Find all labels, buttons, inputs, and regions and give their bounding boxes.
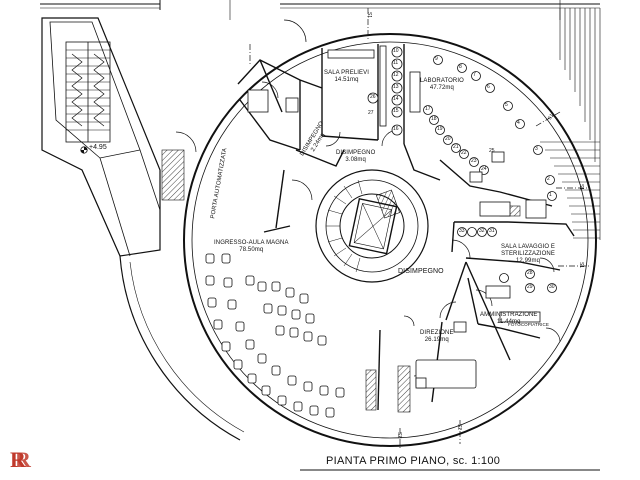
building-outline <box>183 0 597 447</box>
top-border <box>40 0 600 10</box>
room-label-disimpegno-center: DISIMPEGNO 3.08mq <box>336 150 375 164</box>
equipment-number: 10 <box>393 48 399 54</box>
drawing-title: PIANTA PRIMO PIANO, sc. 1:100 <box>326 455 501 467</box>
room-name: DISIMPEGNO <box>336 150 376 156</box>
room-label-amministrazione: AMMINISTRAZIONE 11.44mq <box>480 312 538 326</box>
equipment-number: 32 <box>479 228 485 234</box>
equipment-number: 21 <box>453 144 459 150</box>
aula-seating <box>205 253 345 418</box>
room-area: 78.50mq <box>239 247 264 253</box>
room-name: SALA LAVAGGIO E STERILIZZAZIONE <box>501 244 555 257</box>
equipment-number: 16 <box>393 126 399 132</box>
level-mark-text: +4.95 <box>89 144 107 151</box>
equipment-number: 23 <box>471 158 477 164</box>
section-mark: S2 <box>396 431 403 439</box>
equipment-number: 22 <box>461 150 467 156</box>
equipment-name: FOTOCOPIATRICE <box>508 322 549 327</box>
room-label-aula-magna: INGRESSO-AULA MAGNA 78.50mq <box>214 240 289 254</box>
equipment-number: 9 <box>435 56 438 62</box>
level-marker <box>80 146 88 154</box>
logo-letter-shadow: R <box>15 447 31 472</box>
room-area: 14.51mq <box>334 77 359 83</box>
equipment-number: 14 <box>393 96 399 102</box>
room-name: DIREZIONE <box>420 330 454 336</box>
section-mark: S2 <box>456 423 463 431</box>
room-label-disimpegno-main: DISIMPEGNO <box>398 268 444 275</box>
equipment-number: 27 <box>368 110 374 116</box>
room-area: 11.44mq <box>496 319 521 325</box>
equipment-number: 30 <box>549 284 555 290</box>
equipment-number: 24 <box>481 166 487 172</box>
label-fotocopiatrice: FOTOCOPIATRICE <box>508 321 549 328</box>
equipment-number: 3 <box>535 146 538 152</box>
equipment-number: 5 <box>505 102 508 108</box>
room-name: INGRESSO-AULA MAGNA <box>214 240 289 246</box>
equipment-number: 11 <box>393 60 399 66</box>
central-stair <box>315 169 429 283</box>
section-mark: S1 <box>578 261 585 269</box>
room-area: 12.99mq <box>515 258 541 264</box>
room-label-sala-prelievi: SALA PRELIEVI 14.51mq <box>324 70 369 84</box>
brand-logo-icon: R R <box>10 447 31 472</box>
equipment-number: 2 <box>547 176 550 182</box>
equipment-number: 15 <box>393 108 399 114</box>
equipment-number: 8 <box>459 64 462 70</box>
equipment-number: 29 <box>527 284 533 290</box>
room-name: DISIMPEGNO <box>398 268 444 275</box>
equipment-number: 19 <box>437 126 443 132</box>
lab-furniture <box>247 45 547 389</box>
equipment-markers <box>367 46 557 293</box>
logo-letter: R <box>10 447 26 472</box>
room-name: AMMINISTRAZIONE <box>480 312 538 318</box>
equipment-number: 26 <box>370 94 376 100</box>
equipment-number: 31 <box>489 228 495 234</box>
structural-elements <box>161 149 521 413</box>
equipment-number: 20 <box>445 136 451 142</box>
equipment-number: 13 <box>393 84 399 90</box>
section-mark: S1 <box>578 183 585 191</box>
left-staircase <box>41 17 245 441</box>
equipment-number: 1 <box>549 192 552 198</box>
room-area: 47.72mq <box>429 85 454 91</box>
room-area: 26.19mq <box>424 337 449 343</box>
room-name: SALA PRELIEVI <box>324 70 369 76</box>
equipment-number: 4 <box>517 120 520 126</box>
room-label-laboratorio: LABORATORIO 47.72mq <box>420 78 464 92</box>
room-label-direzione: DIREZIONE 26.19mq <box>420 330 454 344</box>
room-area: 3.08mq <box>345 157 366 163</box>
equipment-number: 28 <box>527 270 533 276</box>
equipment-number: 12 <box>393 72 399 78</box>
interior-walls <box>237 44 575 411</box>
equipment-number: 17 <box>425 106 431 112</box>
equipment-number: 25 <box>489 148 495 154</box>
section-lines <box>249 8 590 450</box>
room-name: LABORATORIO <box>420 78 464 84</box>
equipment-number: 18 <box>431 116 437 122</box>
section-mark: S1 <box>366 11 373 19</box>
equipment-number: 7 <box>473 72 476 78</box>
equipment-number: 33 <box>459 228 465 234</box>
room-label-sala-lavaggio: SALA LAVAGGIO E STERILIZZAZIONE 12.99mq <box>496 244 560 265</box>
equipment-number: 6 <box>487 84 490 90</box>
